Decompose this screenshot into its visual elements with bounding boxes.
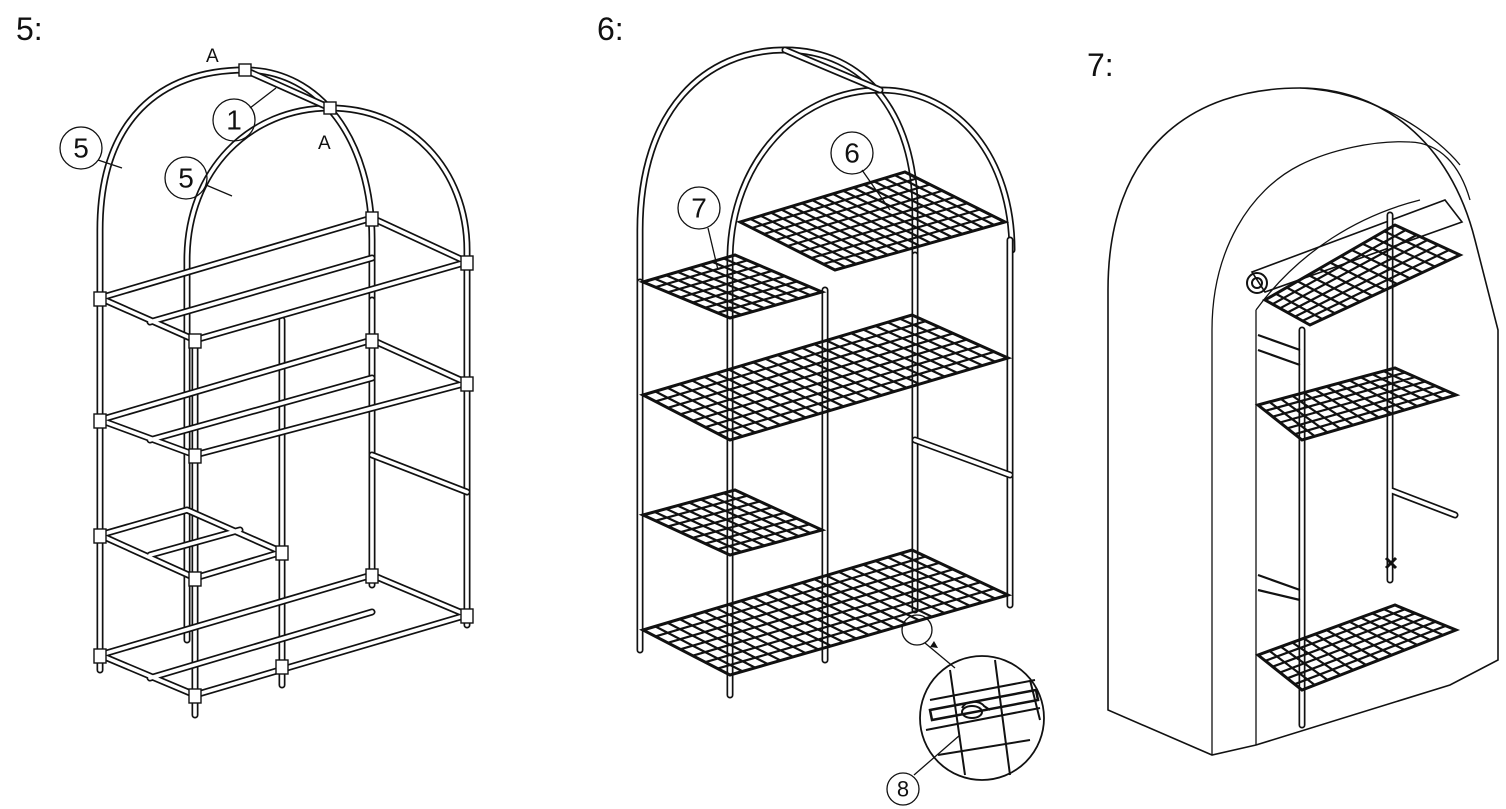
callout-part-8-label: 8 bbox=[897, 777, 909, 802]
step-5-panel: 5: bbox=[16, 11, 474, 719]
inner-mesh-middle bbox=[1254, 366, 1461, 442]
callout-part-7-label: 7 bbox=[691, 193, 707, 224]
step-5-frame bbox=[93, 63, 474, 719]
inner-mesh-top bbox=[1261, 223, 1464, 327]
step-7-number: 7: bbox=[1087, 47, 1114, 83]
callout-part-5-back: 5 bbox=[59, 126, 123, 170]
callout-part-5-back-label: 5 bbox=[73, 133, 89, 164]
step-6-frame bbox=[636, 46, 1016, 699]
callout-part-6: 6 bbox=[830, 131, 891, 211]
callout-part-5-front-label: 5 bbox=[178, 163, 194, 194]
mesh-shelf-bottom bbox=[639, 548, 1013, 677]
callout-part-7: 7 bbox=[677, 186, 721, 271]
step-5-number: 5: bbox=[16, 11, 43, 47]
step-6-panel: 6: bbox=[597, 11, 1045, 806]
step-7-panel: 7: bbox=[1087, 47, 1499, 756]
callout-part-6-label: 6 bbox=[844, 138, 860, 169]
greenhouse-cover bbox=[1107, 87, 1499, 756]
mesh-shelf-top-right bbox=[735, 170, 1010, 272]
mesh-shelf-second bbox=[639, 313, 1013, 442]
connector-label-a-back: A bbox=[206, 46, 219, 67]
mesh-shelf-top-left bbox=[638, 253, 827, 320]
callout-part-1-label: 1 bbox=[226, 105, 242, 136]
callout-part-5-front: 5 bbox=[164, 156, 233, 200]
zoom-detail-clip: 8 bbox=[886, 614, 1045, 806]
zoom-mesh bbox=[925, 659, 1041, 776]
callout-part-1: 1 bbox=[212, 87, 277, 142]
connector-label-a-front: A bbox=[318, 133, 331, 154]
mesh-shelf-third-small bbox=[638, 488, 827, 557]
inner-mesh-bottom bbox=[1254, 603, 1461, 692]
step-6-number: 6: bbox=[597, 11, 624, 47]
